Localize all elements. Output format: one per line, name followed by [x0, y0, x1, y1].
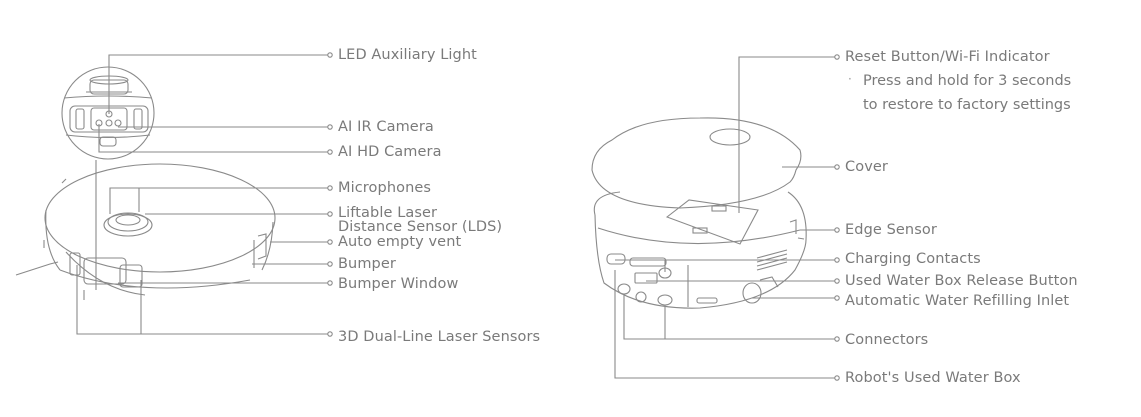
label-refill-inlet: Automatic Water Refilling Inlet [845, 293, 1070, 309]
camera-zoom-inset [61, 66, 155, 160]
label-lds-line1: Liftable Laser [338, 205, 438, 221]
left-leader-lines [76, 52, 333, 337]
label-lds-line2: Distance Sensor (LDS) [338, 219, 503, 235]
robot-rear-body [593, 191, 807, 309]
label-led-auxiliary-light: LED Auxiliary Light [338, 47, 477, 63]
label-3d-dual-line-laser: 3D Dual-Line Laser Sensors [338, 329, 541, 345]
robot-body [15, 163, 276, 300]
label-microphones: Microphones [338, 180, 432, 196]
label-used-water-box: Robot's Used Water Box [845, 370, 1021, 386]
reset-note-line2: to restore to factory settings [863, 97, 1071, 113]
label-bumper: Bumper [338, 256, 396, 272]
reset-note-line1: Press and hold for 3 seconds [863, 73, 1072, 89]
right-leader-lines [614, 54, 840, 381]
label-ai-ir-camera: AI IR Camera [338, 119, 434, 135]
label-bumper-window: Bumper Window [338, 276, 459, 292]
label-charging-contacts: Charging Contacts [845, 251, 981, 267]
note-bullet: · [848, 72, 852, 86]
label-ai-hd-camera: AI HD Camera [338, 144, 442, 160]
label-reset-button: Reset Button/Wi-Fi Indicator [845, 49, 1050, 65]
cover-lid [591, 117, 802, 209]
label-edge-sensor: Edge Sensor [845, 222, 937, 238]
label-cover: Cover [845, 159, 888, 175]
label-auto-empty-vent: Auto empty vent [338, 234, 462, 250]
label-release-button: Used Water Box Release Button [845, 273, 1078, 289]
label-connectors: Connectors [845, 332, 929, 348]
